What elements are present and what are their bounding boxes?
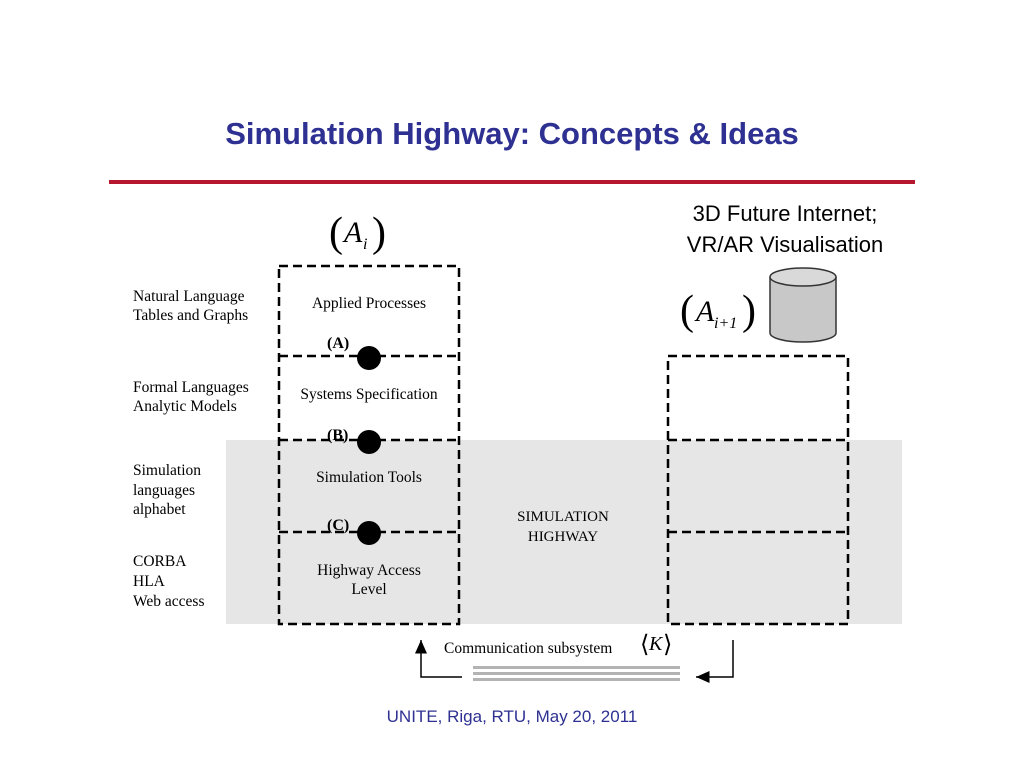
title-divider [109, 180, 915, 184]
svg-text:): ) [372, 210, 386, 256]
label-web-access: Web access [133, 593, 204, 610]
layer-highway-access: Highway Access [317, 562, 421, 579]
svg-text:K: K [648, 633, 664, 655]
svg-text:⟨: ⟨ [640, 632, 649, 658]
label-languages: languages [133, 482, 195, 499]
arrow-right-link [696, 640, 734, 683]
label-simulation: Simulation [133, 462, 201, 479]
label-hla: HLA [133, 573, 166, 590]
svg-text:A: A [694, 295, 715, 328]
label-natural-language: Natural Language [133, 288, 245, 305]
symbol-a-i: ( A i ) [329, 210, 386, 256]
label-corba: CORBA [133, 553, 187, 570]
marker-label-b: (B) [327, 427, 348, 444]
layer-highway-access-level: Level [351, 581, 386, 598]
callout-line-2: VR/AR Visualisation [686, 232, 884, 257]
slide-title: Simulation Highway: Concepts & Ideas [225, 116, 799, 151]
layer-applied-processes: Applied Processes [312, 295, 426, 312]
svg-text:A: A [342, 216, 363, 249]
marker-dot-b [357, 430, 381, 454]
layer-systems-specification: Systems Specification [300, 386, 438, 403]
communication-subsystem-label: Communication subsystem [444, 640, 612, 657]
label-alphabet: alphabet [133, 501, 186, 518]
marker-label-a: (A) [327, 335, 349, 352]
svg-text:⟩: ⟩ [663, 632, 672, 658]
arrow-left-link [415, 640, 462, 678]
database-cylinder-icon [769, 267, 837, 343]
svg-text:(: ( [680, 288, 694, 334]
highway-label-line-2: HIGHWAY [528, 529, 598, 545]
stack-a-i-plus-1 [666, 354, 850, 626]
symbol-k: ⟨ K ⟩ [640, 632, 672, 658]
svg-text:): ) [742, 288, 756, 334]
marker-dot-a [357, 346, 381, 370]
symbol-a-i-plus-1: ( A i+1 ) [680, 288, 756, 334]
marker-dot-c [357, 521, 381, 545]
svg-text:(: ( [329, 210, 343, 256]
label-tables-graphs: Tables and Graphs [133, 307, 248, 324]
svg-text:i: i [363, 236, 367, 253]
svg-text:i+1: i+1 [714, 315, 737, 332]
highway-label-line-1: SIMULATION [517, 509, 609, 525]
callout-3d-internet: 3D Future Internet; VR/AR Visualisation [640, 198, 930, 260]
label-formal-languages: Formal Languages [133, 379, 249, 396]
communication-bus [473, 666, 680, 681]
callout-line-1: 3D Future Internet; [692, 201, 878, 226]
marker-label-c: (C) [327, 517, 349, 534]
label-analytic-models: Analytic Models [133, 398, 237, 415]
layer-simulation-tools: Simulation Tools [316, 469, 422, 486]
slide-footer: UNITE, Riga, RTU, May 20, 2011 [386, 707, 638, 726]
